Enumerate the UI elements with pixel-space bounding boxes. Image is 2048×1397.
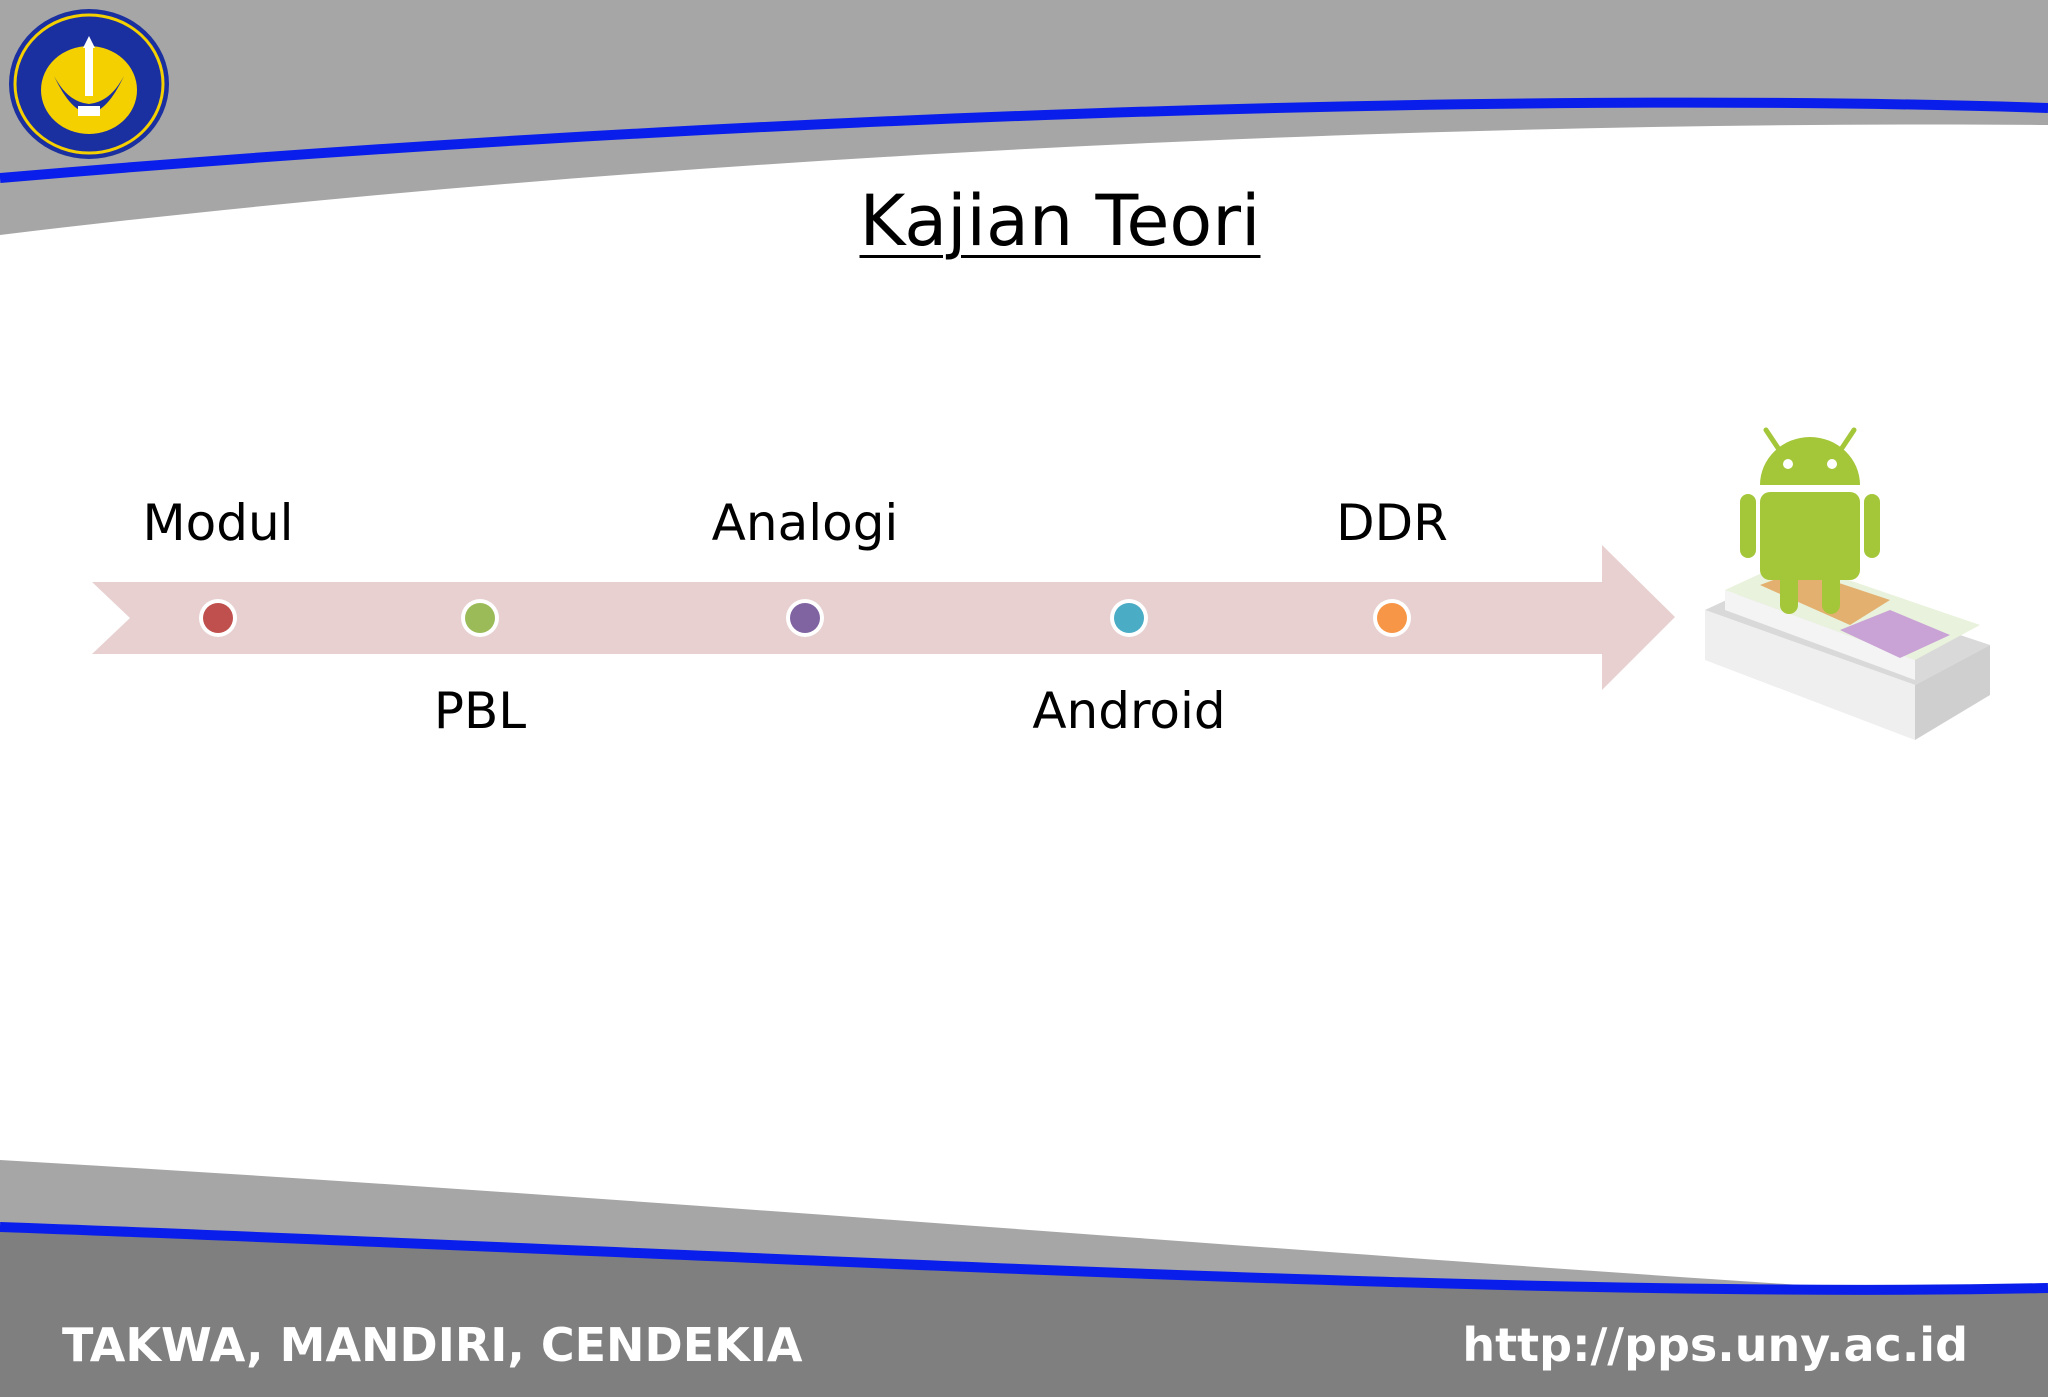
footer-motto: TAKWA, MANDIRI, CENDEKIA: [62, 1318, 803, 1372]
university-logo: [6, 6, 172, 162]
footer-band: [0, 1160, 2048, 1397]
timeline-label-pbl: PBL: [433, 682, 527, 740]
timeline-label-analogi: Analogi: [711, 494, 899, 552]
timeline-label-modul: Modul: [142, 494, 294, 552]
android-books-illustration: [1690, 420, 2020, 760]
timeline-arrow: [92, 545, 1675, 690]
slide-title: Kajian Teori: [859, 180, 1261, 262]
timeline-markers: [199, 599, 1411, 637]
footer-url[interactable]: http://pps.uny.ac.id: [1462, 1318, 1968, 1372]
timeline-label-android: Android: [1032, 682, 1226, 740]
timeline-label-ddr: DDR: [1336, 494, 1448, 552]
header-band: [0, 0, 2048, 235]
